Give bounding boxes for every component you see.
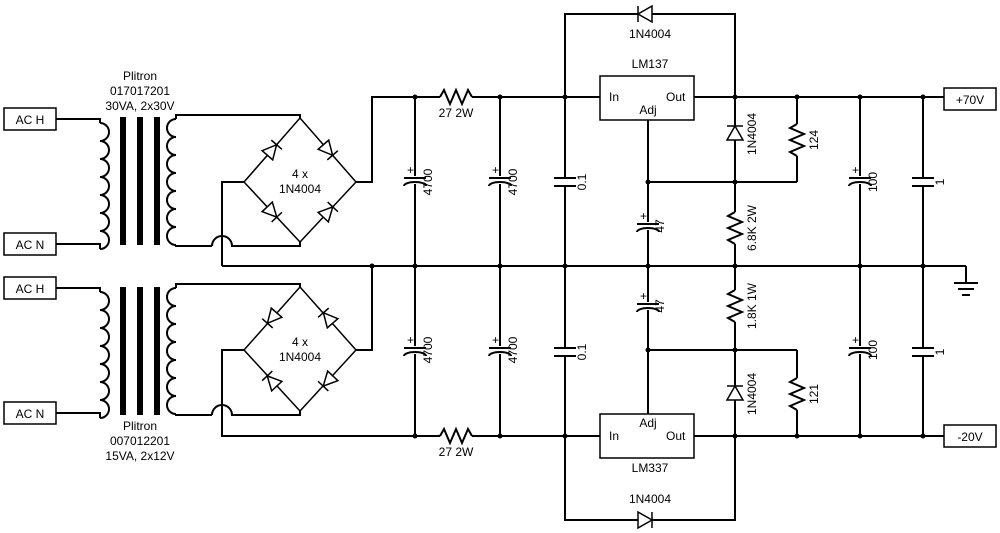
svg-text:In: In bbox=[609, 90, 619, 104]
ground-rail bbox=[222, 265, 978, 296]
cap-top-out-1: 1 bbox=[912, 97, 947, 266]
svg-text:47: 47 bbox=[653, 299, 667, 313]
svg-text:27 2W: 27 2W bbox=[439, 106, 474, 120]
svg-text:Adj: Adj bbox=[639, 103, 656, 117]
svg-text:4700: 4700 bbox=[421, 168, 435, 195]
svg-text:1N4004: 1N4004 bbox=[629, 27, 671, 41]
junction-dots bbox=[369, 94, 926, 439]
top-adjust-network: 1N4004 6.8K 2W 124 bbox=[648, 97, 821, 266]
svg-text:AC H: AC H bbox=[16, 113, 45, 127]
bottom-adjust-network: 1.8K 1W 1N4004 121 bbox=[648, 266, 821, 436]
svg-text:30VA, 2x30V: 30VA, 2x30V bbox=[105, 99, 174, 113]
svg-text:1: 1 bbox=[933, 178, 947, 185]
svg-text:+: + bbox=[492, 163, 499, 177]
terminal-top-ac-n: AC N bbox=[3, 232, 57, 256]
svg-text:4700: 4700 bbox=[421, 336, 435, 363]
svg-text:1.8K 1W: 1.8K 1W bbox=[745, 282, 759, 329]
cap-bottom-0.1: 0.1 bbox=[554, 266, 589, 436]
diode-top-bypass: 1N4004 bbox=[564, 4, 736, 97]
svg-text:100: 100 bbox=[866, 172, 880, 192]
bottom-input-rail: 27 2W bbox=[415, 426, 600, 459]
svg-text:+: + bbox=[640, 209, 647, 223]
svg-text:124: 124 bbox=[807, 130, 821, 150]
svg-text:+70V: +70V bbox=[956, 93, 984, 107]
svg-text:LM137: LM137 bbox=[632, 57, 669, 71]
cap-bottom-out-1: 1 bbox=[912, 266, 947, 436]
svg-text:1N4004: 1N4004 bbox=[279, 182, 321, 196]
svg-text:+: + bbox=[852, 163, 859, 177]
terminal-bottom-ac-h: AC H bbox=[3, 276, 57, 300]
svg-text:+: + bbox=[852, 333, 859, 347]
bridge-rectifier-bottom: 4 x 1N4004 bbox=[221, 266, 415, 437]
cap-top-out-100: + 100 bbox=[848, 97, 880, 266]
cap-top-adj-47: + 47 bbox=[636, 182, 667, 266]
svg-text:0.1: 0.1 bbox=[575, 343, 589, 360]
terminal-negative-output: -20V bbox=[943, 424, 997, 448]
terminal-bottom-ac-n: AC N bbox=[3, 401, 57, 425]
svg-text:Plitron: Plitron bbox=[123, 419, 157, 433]
terminal-positive-output: +70V bbox=[943, 87, 997, 111]
terminal-top-ac-h: AC H bbox=[3, 107, 57, 131]
svg-text:0.1: 0.1 bbox=[575, 173, 589, 190]
cap-bottom-adj-47: + 47 bbox=[636, 266, 667, 350]
svg-text:Adj: Adj bbox=[639, 416, 656, 430]
cap-bottom-4700-b: + 4700 bbox=[488, 266, 520, 436]
svg-text:AC H: AC H bbox=[16, 282, 45, 296]
transformer-bottom: Plitron 007012201 15VA, 2x12V bbox=[56, 283, 301, 463]
svg-text:15VA, 2x12V: 15VA, 2x12V bbox=[105, 449, 174, 463]
top-input-rail: 27 2W bbox=[415, 87, 600, 120]
cap-top-4700-b: + 4700 bbox=[488, 97, 520, 266]
svg-text:Plitron: Plitron bbox=[123, 69, 157, 83]
svg-text:Out: Out bbox=[666, 90, 686, 104]
svg-text:Out: Out bbox=[666, 429, 686, 443]
svg-text:+: + bbox=[407, 163, 414, 177]
svg-text:AC N: AC N bbox=[16, 407, 45, 421]
diode-bottom-bypass: 1N4004 bbox=[564, 436, 736, 530]
svg-text:27 2W: 27 2W bbox=[439, 445, 474, 459]
svg-text:-20V: -20V bbox=[957, 430, 982, 444]
svg-text:+: + bbox=[640, 289, 647, 303]
svg-text:1: 1 bbox=[933, 348, 947, 355]
transformer-top: Plitron 017017201 30VA, 2x30V bbox=[56, 69, 301, 250]
svg-text:+: + bbox=[492, 333, 499, 347]
svg-text:100: 100 bbox=[866, 340, 880, 360]
svg-text:+: + bbox=[407, 333, 414, 347]
regulator-top: LM137 In Adj Out bbox=[599, 57, 944, 182]
svg-text:In: In bbox=[609, 429, 619, 443]
svg-text:4 x: 4 x bbox=[292, 167, 308, 181]
svg-text:007012201: 007012201 bbox=[110, 434, 170, 448]
svg-text:4 x: 4 x bbox=[292, 335, 308, 349]
svg-text:1N4004: 1N4004 bbox=[745, 113, 759, 155]
svg-text:1N4004: 1N4004 bbox=[745, 373, 759, 415]
svg-text:47: 47 bbox=[653, 219, 667, 233]
cap-top-0.1: 0.1 bbox=[554, 97, 589, 266]
regulator-bottom: In Adj Out LM337 bbox=[599, 350, 944, 475]
cap-bottom-4700-a: + 4700 bbox=[403, 266, 435, 436]
svg-text:1N4004: 1N4004 bbox=[279, 350, 321, 364]
cap-top-4700-a: + 4700 bbox=[403, 97, 435, 266]
bridge-rectifier-top: 4 x 1N4004 bbox=[221, 96, 415, 266]
svg-text:4700: 4700 bbox=[506, 168, 520, 195]
cap-bottom-out-100: + 100 bbox=[848, 266, 880, 436]
svg-text:LM337: LM337 bbox=[632, 461, 669, 475]
svg-text:4700: 4700 bbox=[506, 336, 520, 363]
svg-text:6.8K 2W: 6.8K 2W bbox=[745, 204, 759, 251]
svg-text:1N4004: 1N4004 bbox=[629, 492, 671, 506]
svg-text:121: 121 bbox=[807, 384, 821, 404]
svg-text:017017201: 017017201 bbox=[110, 84, 170, 98]
svg-text:AC N: AC N bbox=[16, 238, 45, 252]
